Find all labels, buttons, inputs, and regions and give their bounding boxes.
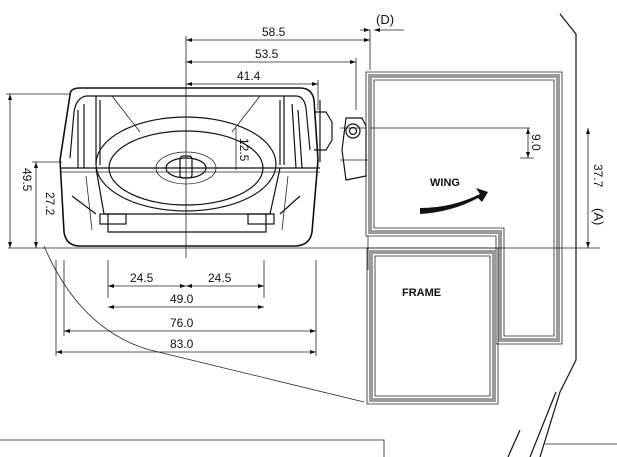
dim-9-0: 9.0 (529, 134, 543, 151)
dimension-lines (6, 29, 589, 356)
dim-76-0: 76.0 (170, 316, 194, 330)
rotation-arrow (420, 188, 488, 214)
wall-outline (507, 13, 617, 457)
arrowheads (8, 28, 590, 354)
frame-label: FRAME (402, 287, 441, 299)
wing-profile (365, 71, 563, 345)
dim-41-4: 41.4 (237, 69, 261, 83)
device-body (59, 87, 320, 247)
dim-24-5-right: 24.5 (208, 271, 232, 285)
hinge-mount (314, 100, 372, 181)
dim-27-2: 27.2 (43, 192, 57, 216)
mount-sweep-line (43, 245, 365, 403)
dim-49-0: 49.0 (170, 292, 194, 306)
a-label: (A) (591, 208, 606, 225)
wing-label: WING (430, 177, 460, 189)
caption-box-edge (0, 439, 385, 457)
centerlines (8, 36, 600, 258)
dim-83-0: 83.0 (170, 337, 194, 351)
dim-12-5: 12.5 (237, 138, 251, 162)
dim-37-7: 37.7 (591, 164, 605, 188)
frame-profile (366, 247, 499, 405)
dim-53-5: 53.5 (255, 47, 279, 61)
d-label: (D) (376, 12, 394, 27)
dim-58-5: 58.5 (262, 25, 286, 39)
dim-24-5-left: 24.5 (130, 271, 154, 285)
dim-49-5: 49.5 (20, 168, 34, 192)
